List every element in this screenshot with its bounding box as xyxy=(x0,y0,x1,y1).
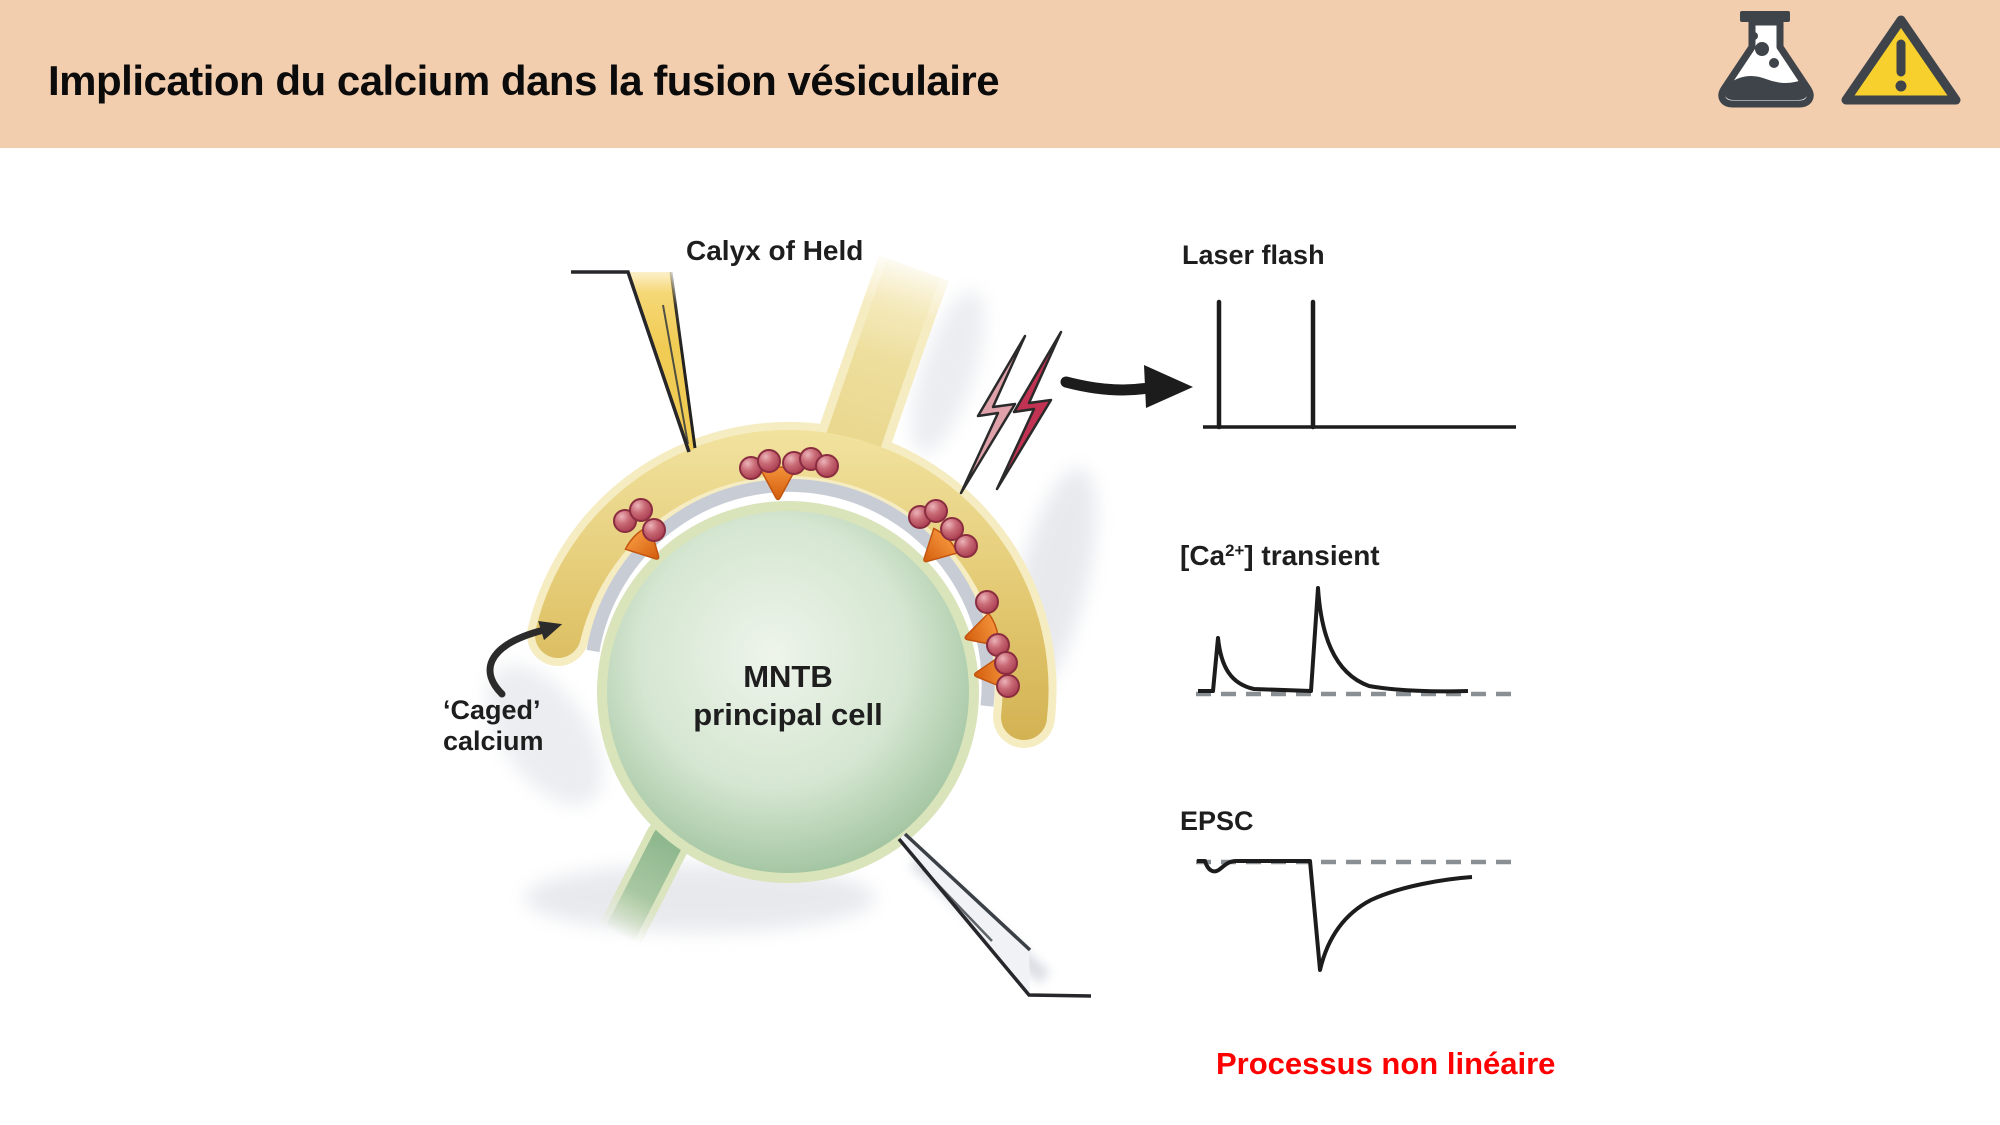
pipette-callout-line xyxy=(571,270,691,453)
vesicle xyxy=(642,518,666,542)
vesicle xyxy=(975,590,999,614)
cell-label-line2: principal cell xyxy=(693,697,883,732)
ca-transient-label: [Ca2+] transient xyxy=(1180,540,1380,572)
vesicle xyxy=(757,449,781,473)
epsc-trace xyxy=(1196,859,1513,972)
caged-calcium-label: ‘Caged’ calcium xyxy=(443,695,544,757)
vesicle xyxy=(996,674,1020,698)
caged-calcium-arrow xyxy=(486,621,563,698)
vesicle xyxy=(924,499,948,523)
cell-label-line1: MNTB xyxy=(743,659,833,694)
laser-flash-trace xyxy=(1203,299,1516,430)
mntb-cell-body xyxy=(597,501,979,883)
flask-icon xyxy=(1718,11,1814,108)
nonlinear-caption: Processus non linéaire xyxy=(1216,1046,1556,1081)
mntb-cell-label: MNTB principal cell xyxy=(613,658,963,734)
caged-label-line2: calcium xyxy=(443,726,544,756)
vesicle xyxy=(994,651,1018,675)
patch-pipette xyxy=(897,832,1092,998)
warning-icon xyxy=(1841,15,1961,105)
ca-transient-trace xyxy=(1196,586,1512,697)
lightning-bolt-icon xyxy=(959,330,1063,495)
cell-axon-stub xyxy=(599,817,691,953)
synaptic-vesicles xyxy=(613,447,1020,698)
pipette-wire-line xyxy=(897,837,1092,998)
vesicle xyxy=(815,454,839,478)
laser-flash-label: Laser flash xyxy=(1182,240,1325,270)
flash-arrow xyxy=(1060,365,1193,408)
vesicle xyxy=(954,534,978,558)
vesicle xyxy=(940,517,964,541)
caged-label-line1: ‘Caged’ xyxy=(443,695,541,725)
ca-label-pre: [Ca xyxy=(1180,540,1226,571)
vesicle xyxy=(629,498,653,522)
ca-label-post: ] transient xyxy=(1244,540,1380,571)
epsc-label: EPSC xyxy=(1180,806,1254,836)
bolt-front xyxy=(995,330,1063,491)
calyx-label: Calyx of Held xyxy=(686,235,864,266)
synaptic-cleft xyxy=(586,478,995,707)
bolt-back xyxy=(959,334,1027,495)
ca-label-sup: 2+ xyxy=(1225,541,1245,560)
stimulation-pipette xyxy=(571,270,697,453)
page-title: Implication du calcium dans la fusion vé… xyxy=(48,57,1000,104)
slide-header: Implication du calcium dans la fusion vé… xyxy=(0,0,2000,148)
